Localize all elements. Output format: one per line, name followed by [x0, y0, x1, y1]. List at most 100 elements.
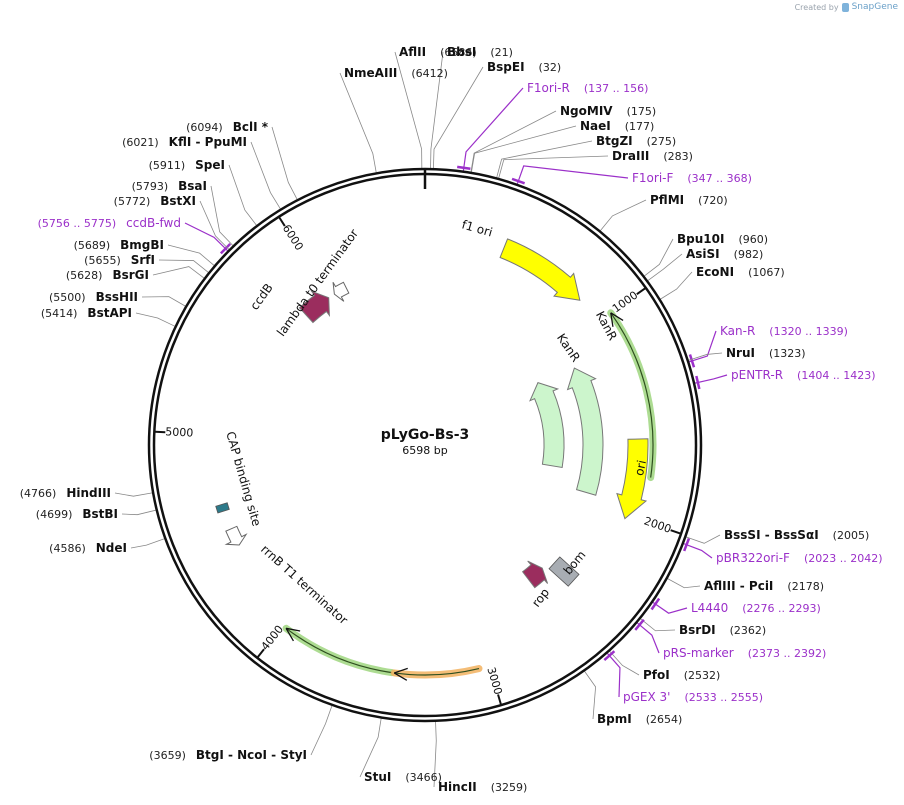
- leader-line: [498, 155, 609, 179]
- primer-position: (2533 .. 2555): [684, 691, 763, 704]
- leader-line: [496, 140, 593, 178]
- leader-line: [250, 141, 281, 209]
- leader-line: [339, 72, 377, 173]
- enzyme-name: BssHII: [96, 290, 138, 304]
- primer-position: (1404 .. 1423): [797, 369, 876, 382]
- enzyme-name: AflIII - PciI: [704, 579, 773, 593]
- enzyme-label: DraIII(283): [612, 149, 693, 163]
- enzyme-name: BpmI: [597, 712, 632, 726]
- enzyme-name: SrfI: [131, 253, 155, 267]
- enzyme-position: (275): [647, 135, 677, 148]
- enzyme-position: (32): [539, 61, 562, 74]
- snapgene-credit: Created by SnapGene: [795, 2, 898, 12]
- primer-name: F1ori-F: [632, 171, 673, 185]
- leader-line: [516, 165, 629, 185]
- enzyme-label: (5772)BstXI: [114, 194, 196, 208]
- leader-line: [152, 266, 205, 279]
- feature-bom: [548, 556, 580, 587]
- leader-line: [135, 312, 175, 327]
- enzyme-label: NmeAIII(6412): [344, 66, 448, 80]
- enzyme-position: (21): [490, 46, 513, 59]
- enzyme-position: (175): [627, 105, 657, 118]
- leader-line: [600, 199, 647, 231]
- enzyme-label: (6021)KflI - PpuMI: [122, 135, 247, 149]
- enzyme-label: BbsI(21): [447, 45, 513, 59]
- tick-mark: [670, 529, 681, 535]
- enzyme-label: (3659)BtgI - NcoI - StyI: [149, 748, 307, 762]
- leader-line: [644, 238, 674, 277]
- gene-arc-line: [394, 667, 480, 676]
- enzyme-position: (283): [663, 150, 693, 163]
- leader-line: [114, 492, 153, 497]
- tick-label: 5000: [165, 425, 194, 439]
- leader-line: [694, 374, 728, 384]
- leader-line: [647, 253, 683, 281]
- enzyme-position: (720): [698, 194, 728, 207]
- enzyme-label: NruI(1323): [726, 346, 806, 360]
- enzyme-name: AsiSI: [686, 247, 720, 261]
- primer-label: Kan-R(1320 .. 1339): [720, 324, 848, 338]
- primer-mark: [457, 165, 471, 170]
- gene-arc: [282, 624, 396, 677]
- primer-position: (347 .. 368): [687, 172, 752, 185]
- leader-line: [636, 622, 660, 654]
- plasmid-backbone: [147, 167, 703, 723]
- enzyme-position: (5500): [49, 291, 86, 304]
- primer-name: Kan-R: [720, 324, 755, 338]
- enzyme-label: AflIII - PciI(2178): [704, 579, 824, 593]
- gene-arc-head: [285, 627, 301, 642]
- leader-line: [652, 601, 688, 614]
- enzyme-label: NgoMIV(175): [560, 104, 656, 118]
- enzyme-name: PflMI: [650, 193, 684, 207]
- enzyme-label: HincII (3259): [438, 780, 527, 794]
- enzyme-position: (3466): [405, 771, 442, 784]
- feature-label: ori: [632, 459, 649, 477]
- enzyme-position: (6094): [186, 121, 223, 134]
- enzyme-position: (3259): [491, 781, 528, 794]
- enzyme-position: (5772): [114, 195, 151, 208]
- leader-line: [433, 721, 437, 788]
- leader-line: [462, 87, 524, 171]
- leader-line: [141, 296, 186, 307]
- feature-rrnb-t1-terminator: [224, 525, 248, 546]
- tick-mark: [278, 217, 286, 227]
- feature-label: ccdB: [247, 281, 275, 313]
- primer-mark: [603, 650, 616, 661]
- enzyme-label: BpmI (2654): [597, 712, 682, 726]
- tick-label: 3000: [484, 666, 504, 697]
- leader-line: [184, 222, 229, 252]
- tick-mark: [257, 648, 265, 658]
- enzyme-name: BstAPI: [87, 306, 132, 320]
- leader-line: [430, 51, 444, 169]
- enzyme-position: (4699): [36, 508, 73, 521]
- enzyme-label: (4699)BstBI: [36, 507, 118, 521]
- enzyme-name: Bpu10I: [677, 232, 724, 246]
- leader-line: [667, 578, 701, 589]
- leader-line: [130, 538, 165, 549]
- enzyme-label: (5793)BsaI: [132, 179, 207, 193]
- gene-arc-head: [610, 312, 624, 327]
- primer-label: pENTR-R (1404 .. 1423): [731, 368, 876, 382]
- feature-label: bom: [561, 548, 589, 577]
- primer-name: pENTR-R: [731, 368, 783, 382]
- primer-name: pRS-marker: [663, 646, 734, 660]
- primer-label: F1ori-F (347 .. 368): [632, 171, 752, 185]
- enzyme-label: PflMI (720): [650, 193, 728, 207]
- enzyme-label: NaeI(177): [580, 119, 654, 133]
- enzyme-position: (2654): [646, 713, 683, 726]
- enzyme-name: BtgZI: [596, 134, 633, 148]
- enzyme-label: (5911)SpeI: [149, 158, 225, 172]
- enzyme-name: BclI *: [233, 120, 269, 134]
- enzyme-name: HincII: [438, 780, 477, 794]
- feature-label: f1 ori: [460, 217, 494, 239]
- primer-position: (2373 .. 2392): [748, 647, 827, 660]
- primer-label: (5756 .. 5775)ccdB-fwd: [38, 216, 181, 230]
- plasmid-name: pLyGo-Bs-3: [381, 427, 470, 443]
- enzyme-label: (5500) BssHII: [49, 290, 138, 304]
- primer-mark: [650, 597, 661, 611]
- enzyme-label: (4586)NdeI: [49, 541, 127, 555]
- enzyme-label: AflII(6586): [399, 45, 477, 59]
- leader-line: [228, 164, 257, 226]
- enzyme-label: (4766)HindIII: [20, 486, 111, 500]
